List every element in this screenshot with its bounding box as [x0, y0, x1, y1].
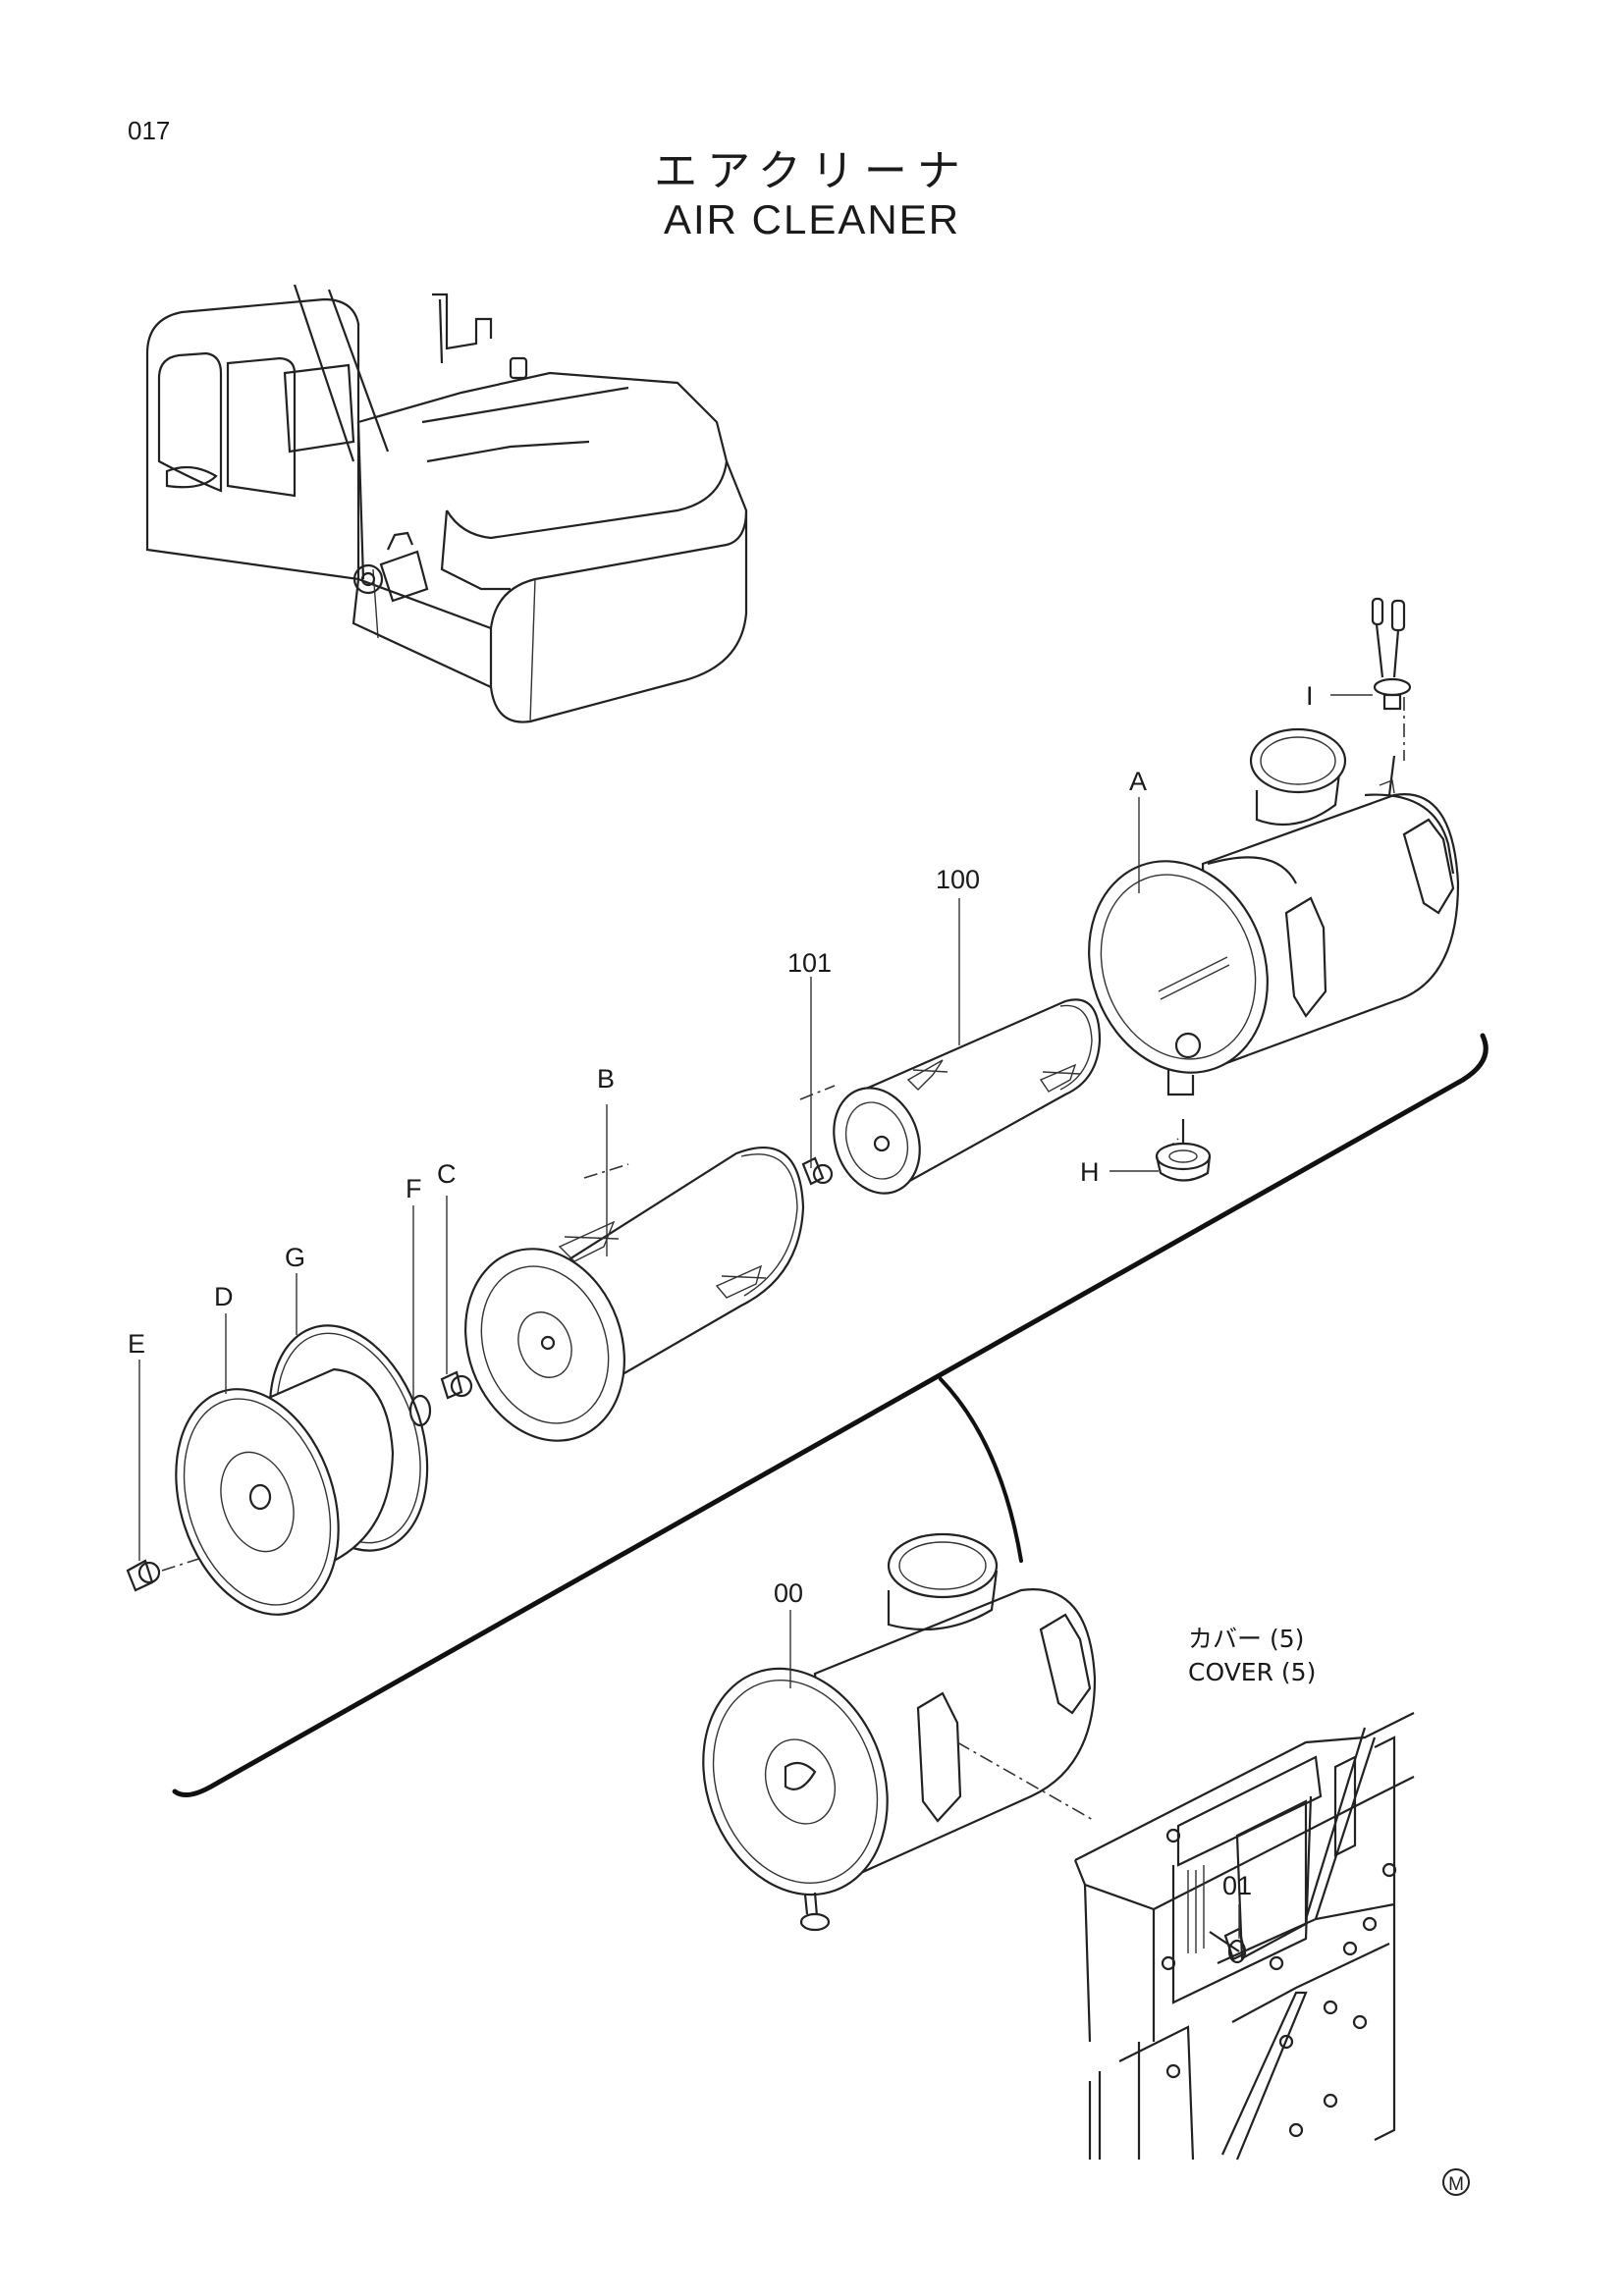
page-title-jp: エアクリーナ [654, 146, 970, 196]
evacuator-valve [1155, 1119, 1212, 1182]
callout-B: B [597, 1064, 615, 1094]
primary-element [464, 1146, 805, 1442]
callout-01: 01 [1222, 1871, 1252, 1900]
restriction-sensor [1371, 597, 1412, 711]
callout-E: E [128, 1329, 145, 1359]
callout-leaders [138, 694, 1373, 1939]
wing-nut-e [126, 1559, 161, 1592]
safety-element [833, 998, 1102, 1195]
page-code: 017 [128, 116, 171, 145]
detail-frame [172, 1033, 1489, 1798]
callout-A: A [1129, 767, 1147, 796]
callout-H: H [1080, 1157, 1100, 1187]
page-title-en: AIR CLEANER [663, 196, 961, 242]
circled-m-mark: M [1442, 2168, 1470, 2196]
callout-F: F [406, 1174, 422, 1203]
cover-d [175, 1367, 395, 1616]
callout-100: 100 [936, 865, 980, 894]
callout-G: G [285, 1243, 305, 1272]
callout-00: 00 [774, 1578, 803, 1608]
air-cleaner-assembly [702, 1532, 1097, 1932]
excavator-locator-view [145, 284, 748, 723]
callout-C: C [437, 1159, 457, 1189]
air-cleaner-body [1088, 727, 1460, 1096]
machine-frame-cover [1073, 1712, 1415, 2161]
callout-I: I [1306, 681, 1314, 711]
callout-D: D [214, 1282, 234, 1311]
cover-note-jp: カバー (5) [1188, 1625, 1304, 1653]
cover-note-en: COVER (5) [1188, 1658, 1316, 1686]
callout-101: 101 [787, 948, 832, 978]
inner-wing-nut [801, 1156, 834, 1186]
wing-nut-c [440, 1370, 473, 1400]
circled-m-letter: M [1448, 2174, 1464, 2195]
